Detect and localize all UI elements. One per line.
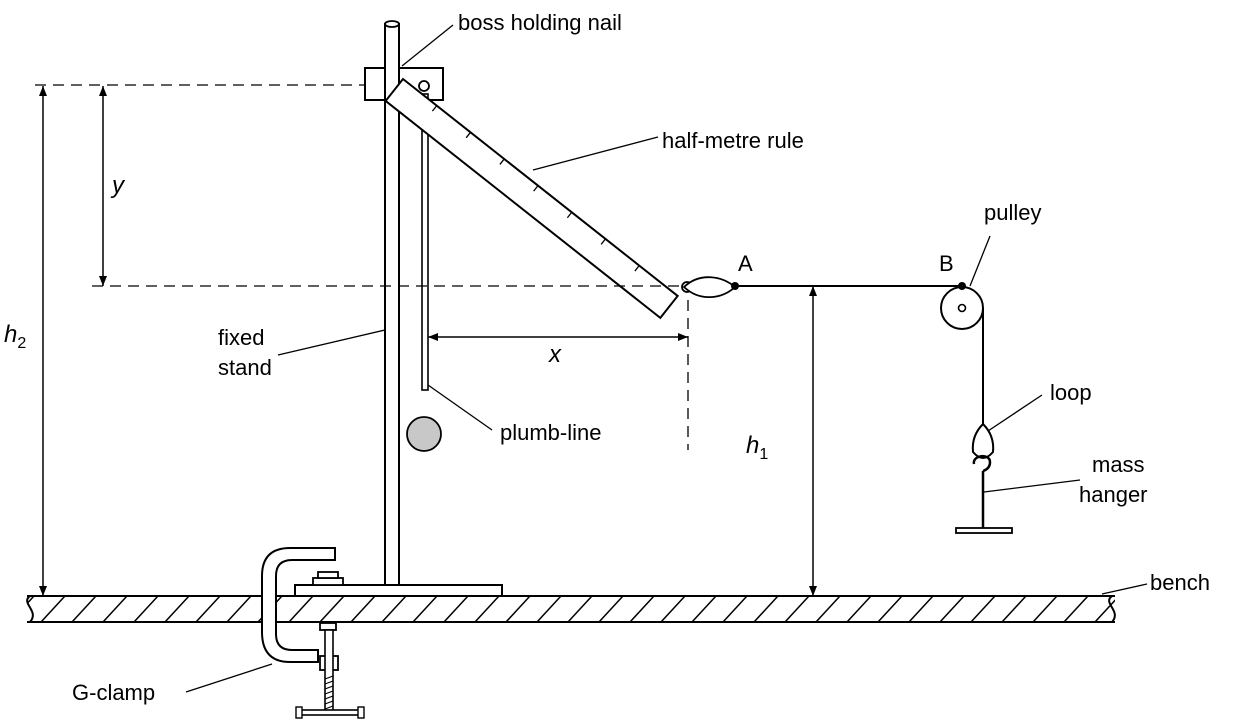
hatch-stroke — [505, 596, 531, 622]
hatch-stroke — [319, 596, 345, 622]
hatch-stroke — [939, 596, 965, 622]
hatch-stroke — [784, 596, 810, 622]
h1-label: h1 — [746, 432, 768, 463]
y-label: y — [110, 172, 126, 199]
hatch-stroke — [970, 596, 996, 622]
bench — [26, 595, 1150, 623]
gclamp-label: G-clamp — [72, 680, 155, 705]
screw-thread-mark — [324, 690, 334, 695]
plumb-leader — [427, 384, 493, 431]
hatch-stroke — [1094, 599, 1115, 622]
plumb-label: plumb-line — [500, 420, 602, 445]
hatch-stroke — [474, 596, 500, 622]
hanger-label: hanger — [1079, 482, 1148, 507]
hatch-stroke — [598, 596, 624, 622]
hatch-stroke — [195, 596, 221, 622]
hatch-stroke — [71, 596, 97, 622]
g-clamp — [261, 547, 365, 719]
point-b-label: B — [939, 251, 954, 276]
rule-label: half-metre rule — [662, 128, 804, 153]
rule-tick — [634, 265, 640, 272]
hatch-stroke — [877, 596, 903, 622]
h2-label: h2 — [4, 321, 26, 352]
x-label: x — [548, 341, 562, 368]
stand-label: stand — [218, 355, 272, 380]
boss-label: boss holding nail — [458, 10, 622, 35]
rule-tick — [499, 158, 505, 165]
pulley-leader — [969, 235, 991, 287]
screw-thread-mark — [324, 675, 334, 680]
hatch-stroke — [908, 596, 934, 622]
half-metre-rule — [384, 77, 680, 320]
hatch-stroke — [1032, 596, 1058, 622]
screw-thread-mark — [324, 695, 334, 700]
pulley-label: pulley — [984, 200, 1041, 225]
loop-leader — [987, 394, 1043, 432]
boss-leader — [401, 24, 454, 67]
screw-thread-mark — [324, 685, 334, 690]
screw-thread-mark — [324, 680, 334, 685]
loop-a — [682, 276, 737, 299]
fixed-stand-rod — [384, 20, 400, 586]
hatch-stroke — [691, 596, 717, 622]
hatch-stroke — [660, 596, 686, 622]
hatch-stroke — [40, 596, 66, 622]
screw-thread-mark — [324, 705, 334, 710]
hanger-leader — [983, 479, 1081, 493]
pulley — [940, 282, 984, 330]
rule-tick — [533, 185, 539, 192]
hatch-stroke — [1126, 596, 1150, 622]
mass-label: mass — [1092, 452, 1145, 477]
hatch-stroke — [27, 596, 35, 605]
stand-base — [294, 584, 503, 597]
rule-tick — [600, 238, 606, 245]
hatch-stroke — [722, 596, 748, 622]
point-a-dot — [731, 282, 739, 290]
hatch-stroke — [443, 596, 469, 622]
plumb-bob — [406, 416, 442, 452]
loop-label: loop — [1050, 380, 1092, 405]
hatch-stroke — [226, 596, 252, 622]
plumb-line — [406, 93, 442, 452]
hatch-stroke — [164, 596, 190, 622]
hatch-stroke — [567, 596, 593, 622]
hatch-stroke — [381, 596, 407, 622]
nail — [418, 80, 430, 92]
rule-tick — [465, 131, 472, 139]
bench-label: bench — [1150, 570, 1210, 595]
hatch-stroke — [288, 596, 314, 622]
hatch-stroke — [753, 596, 779, 622]
mass-hanger — [955, 422, 1013, 534]
point-a-label: A — [738, 251, 753, 276]
hatch-stroke — [815, 596, 841, 622]
fixed-label: fixed — [218, 325, 264, 350]
hatch-stroke — [102, 596, 128, 622]
hatch-stroke — [629, 596, 655, 622]
hatch-stroke — [133, 596, 159, 622]
hatch-stroke — [412, 596, 438, 622]
hatch-stroke — [846, 596, 872, 622]
hatch-stroke — [536, 596, 562, 622]
gclamp-leader — [185, 663, 273, 693]
hatch-stroke — [350, 596, 376, 622]
stand-leader — [277, 329, 386, 356]
hatch-stroke — [1063, 596, 1089, 622]
rule-tick — [431, 105, 438, 112]
bench-leader — [1101, 583, 1148, 595]
rule-tick — [566, 211, 573, 219]
hatch-stroke — [1001, 596, 1027, 622]
screw-thread-mark — [324, 700, 334, 705]
rule-leader — [532, 136, 659, 171]
